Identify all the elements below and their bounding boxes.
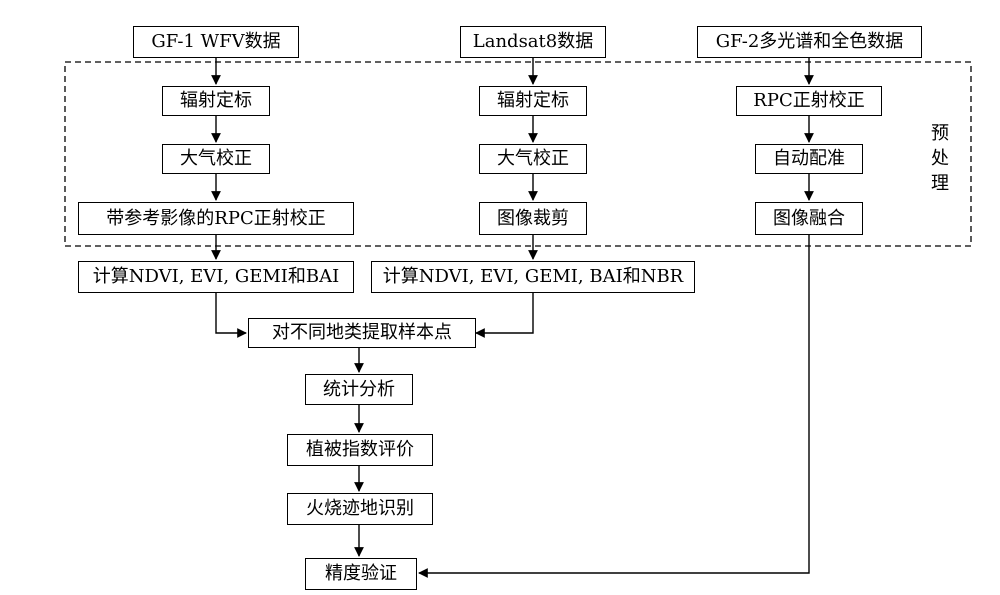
gf2-auto-registration-box: 自动配准 <box>755 144 863 174</box>
landsat-index-calculation-box: 计算NDVI, EVI, GEMI, BAI和NBR <box>371 261 695 293</box>
gf2-rpc-orthorectification-box: RPC正射校正 <box>736 86 882 116</box>
source-gf1-box: GF-1 WFV数据 <box>133 26 299 58</box>
source-landsat-box: Landsat8数据 <box>460 26 606 58</box>
gf1-index-calculation-box: 计算NDVI, EVI, GEMI和BAI <box>78 261 354 293</box>
gf2-image-fusion-box: 图像融合 <box>755 202 863 235</box>
gf1-atmospheric-correction-box: 大气校正 <box>162 144 270 174</box>
burned-area-identification-box: 火烧迹地识别 <box>287 493 433 525</box>
arrow <box>215 293 247 338</box>
landsat-image-clipping-box: 图像裁剪 <box>479 202 587 235</box>
arrow <box>475 293 534 338</box>
gf1-rpc-orthorectification-box: 带参考影像的RPC正射校正 <box>78 202 354 235</box>
landsat-radiometric-calibration-box: 辐射定标 <box>479 86 587 116</box>
sample-point-extraction-box: 对不同地类提取样本点 <box>248 318 476 348</box>
vegetation-index-evaluation-box: 植被指数评价 <box>287 434 433 466</box>
preprocess-label-char-3: 理 <box>931 173 949 194</box>
preprocess-label-char-2: 处 <box>931 148 949 169</box>
arrow <box>418 235 810 578</box>
statistical-analysis-box: 统计分析 <box>305 374 413 405</box>
source-gf2-box: GF-2多光谱和全色数据 <box>697 26 922 58</box>
preprocess-frame <box>64 61 972 247</box>
accuracy-validation-box: 精度验证 <box>305 558 417 590</box>
landsat-atmospheric-correction-box: 大气校正 <box>479 144 587 174</box>
gf1-radiometric-calibration-box: 辐射定标 <box>162 86 270 116</box>
preprocess-label-char-1: 预 <box>931 123 949 144</box>
